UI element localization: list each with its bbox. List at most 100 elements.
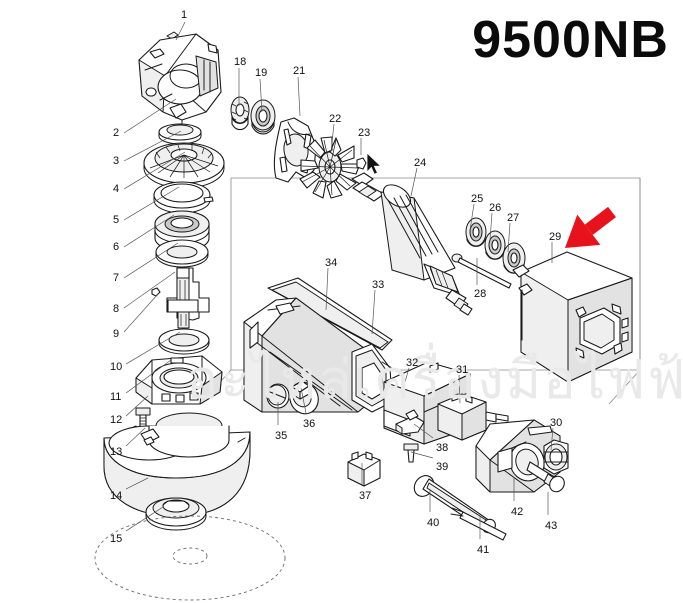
part-5-retaining-ring	[153, 181, 214, 214]
callout-number-35: 35	[275, 430, 288, 442]
callout-number-12: 12	[110, 414, 123, 426]
part-41-wire	[450, 507, 507, 541]
callout-number-18: 18	[234, 56, 247, 68]
leader-line-32	[404, 367, 410, 383]
part-3-4-bevel-gear	[143, 142, 225, 189]
callout-number-30: 30	[550, 417, 563, 429]
callout-number-8: 8	[113, 303, 120, 315]
leader-line-11	[125, 359, 172, 394]
part-7-washer	[155, 239, 209, 268]
leader-line-36	[300, 387, 307, 414]
callout-number-25: 25	[471, 193, 484, 205]
callout-number-3: 3	[113, 155, 120, 167]
callout-number-43: 43	[545, 520, 558, 532]
part-8-9-spindle	[151, 267, 210, 329]
callout-number-14: 14	[110, 490, 123, 502]
leader-line-1	[175, 21, 186, 41]
part-28-pin	[451, 253, 512, 289]
callout-number-36: 36	[303, 418, 316, 430]
part-14-wheel-guard	[103, 412, 251, 517]
part-22-fan	[299, 136, 361, 199]
part-23-small-part	[356, 157, 367, 170]
leader-line-34	[325, 267, 329, 311]
part-39-screw	[403, 443, 419, 463]
leader-line-4	[123, 151, 186, 190]
callout-number-29: 29	[549, 231, 562, 243]
part-35-cap	[266, 383, 290, 409]
callout-number-28: 28	[474, 288, 487, 300]
callout-number-5: 5	[113, 214, 120, 226]
leader-line-12	[125, 395, 149, 417]
callout-number-26: 26	[489, 202, 502, 214]
callout-number-33: 33	[372, 279, 385, 291]
callout-number-37: 37	[359, 490, 372, 502]
callout-number-22: 22	[329, 113, 342, 125]
part-6-ball-bearing	[154, 210, 210, 252]
leader-line-25	[469, 203, 475, 231]
callout-number-2: 2	[113, 127, 120, 139]
part-33-motor-housing	[243, 297, 393, 415]
callout-number-15: 15	[110, 533, 123, 545]
part-30-bushing	[543, 439, 569, 475]
leader-line-6	[123, 214, 175, 248]
part-10-washer	[158, 328, 210, 355]
part-2-ring	[158, 123, 202, 145]
callout-number-6: 6	[113, 241, 120, 253]
model-title: 9500NB	[472, 11, 669, 69]
callout-number-10: 10	[110, 361, 123, 373]
callout-number-13: 13	[110, 446, 123, 458]
leader-line-14	[125, 477, 149, 490]
callout-number-38: 38	[436, 442, 449, 454]
callout-number-19: 19	[255, 67, 268, 79]
grinding-disc-dashed	[94, 515, 286, 601]
leader-line-15	[125, 506, 164, 532]
leader-line-13	[125, 427, 146, 447]
callout-number-1: 1	[181, 9, 188, 21]
part-24-armature	[351, 172, 473, 316]
part-15-inner-flange	[145, 497, 207, 531]
callout-number-42: 42	[511, 506, 524, 518]
callout-number-41: 41	[477, 544, 490, 556]
callout-number-11: 11	[110, 391, 122, 403]
part-25-bearing	[465, 217, 487, 247]
part-29-field-stator	[512, 251, 633, 383]
callout-number-40: 40	[427, 517, 440, 529]
callout-leader-lines	[123, 21, 554, 539]
leader-line-24	[410, 167, 418, 197]
leader-line-38	[413, 423, 434, 439]
leader-line-3	[123, 130, 182, 162]
callout-number-7: 7	[113, 272, 120, 284]
leader-line-7	[123, 242, 179, 279]
callout-number-27: 27	[507, 212, 520, 224]
leader-line-31	[458, 374, 461, 404]
leader-line-22	[330, 123, 335, 153]
callout-number-32: 32	[406, 357, 419, 369]
leader-line-21	[297, 76, 301, 117]
leader-line-30	[550, 427, 554, 451]
part-38-lever	[395, 409, 425, 435]
leader-line-2	[123, 98, 177, 134]
gear-housing	[138, 33, 222, 129]
leader-line-9	[123, 293, 159, 333]
callout-number-34: 34	[325, 257, 338, 269]
callout-number-23: 23	[358, 127, 371, 139]
part-19-bearing	[250, 99, 276, 135]
leader-line-33	[371, 289, 376, 335]
part-26-bearing	[484, 230, 506, 260]
leader-line-5	[123, 186, 180, 221]
part-11-bearing-box	[135, 355, 223, 405]
part-37-connector	[347, 451, 381, 487]
callout-number-39: 39	[436, 461, 449, 473]
part-43-screw	[526, 461, 565, 493]
part-34-baffle-strip	[267, 277, 393, 351]
leader-line-8	[123, 271, 176, 309]
callout-number-21: 21	[293, 65, 306, 77]
callout-number-24: 24	[414, 157, 427, 169]
leader-line-19	[259, 78, 263, 113]
callout-number-4: 4	[113, 183, 120, 195]
callout-number-31: 31	[456, 364, 469, 376]
leader-line-39	[410, 451, 434, 459]
part-18-pinion	[230, 96, 250, 131]
